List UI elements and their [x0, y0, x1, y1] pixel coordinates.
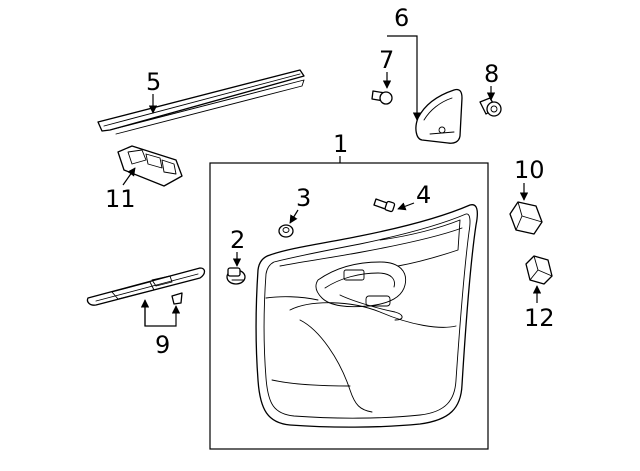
part-10-switch[interactable] [509, 201, 543, 235]
callout-10: 10 [514, 156, 545, 184]
part-1-door-trim-panel[interactable] [255, 204, 478, 428]
part-5-belt-moulding[interactable] [97, 69, 305, 135]
callout-11: 11 [105, 185, 136, 213]
part-3-grommet[interactable] [278, 224, 294, 238]
callout-8: 8 [484, 60, 499, 88]
callout-6: 6 [394, 4, 409, 32]
callout-12: 12 [524, 304, 555, 332]
part-6-mirror-cover[interactable] [415, 88, 463, 144]
part-2-clip[interactable] [226, 267, 246, 285]
door-panel-frame [209, 162, 489, 450]
part-12-bracket[interactable] [525, 255, 553, 285]
callout-9: 9 [155, 331, 170, 359]
callout-5: 5 [146, 68, 161, 96]
part-7-pin[interactable] [371, 90, 393, 105]
part-9-switch-base[interactable] [86, 267, 206, 306]
callout-7: 7 [379, 46, 394, 74]
part-11-window-switch[interactable] [117, 145, 183, 187]
callout-2: 2 [230, 226, 245, 254]
part-8-clip[interactable] [479, 97, 502, 117]
callout-4: 4 [416, 181, 431, 209]
part-4-screw[interactable] [373, 198, 396, 213]
callout-3: 3 [296, 184, 311, 212]
callout-1: 1 [333, 130, 348, 158]
leader-lines [122, 35, 542, 327]
